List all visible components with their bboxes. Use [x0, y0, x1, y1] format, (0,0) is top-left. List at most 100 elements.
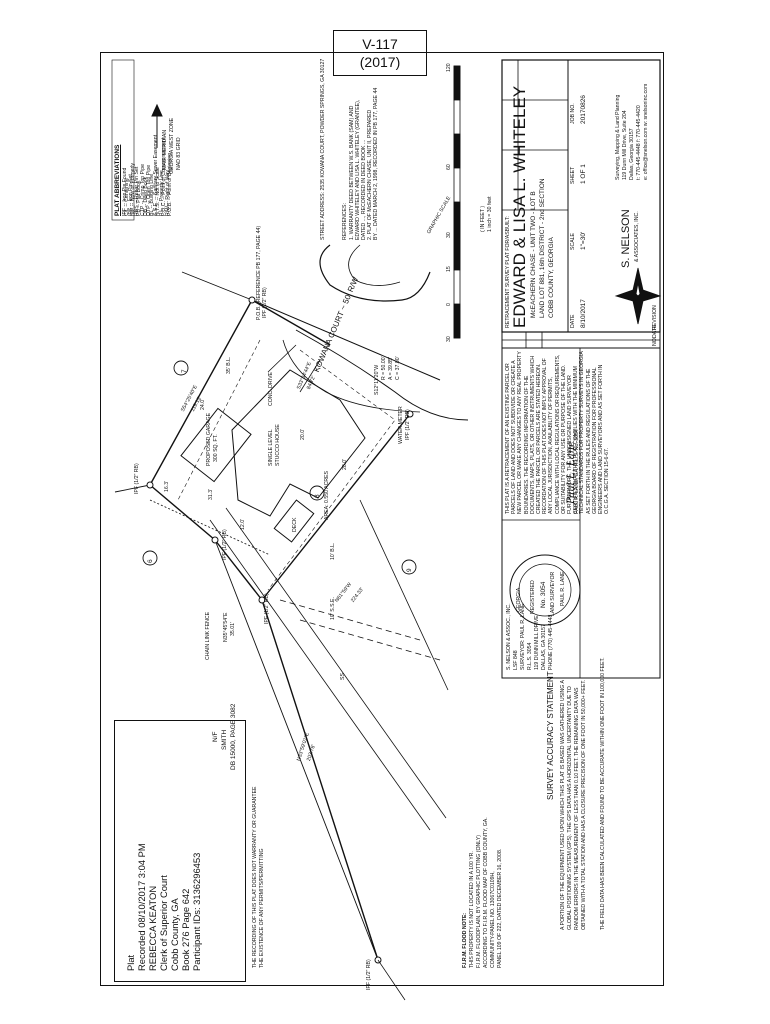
scale-tick-1: 30: [446, 336, 452, 342]
recording-info-box: Plat Recorded 08/10/2017 3:04 PM REBECCA…: [114, 720, 246, 982]
recording-line: Cobb County, GA: [169, 898, 180, 971]
accuracy-line: GLOBAL POSITIONING SYSTEM (GPS). THE GPS…: [567, 686, 573, 930]
ss-label: SS: [340, 673, 346, 680]
bl-front-label: 35' B.L.: [226, 356, 232, 374]
stamp-line-2: (2017): [359, 54, 401, 70]
ipf-south-label: IPF (1/2" RB): [366, 959, 372, 990]
recording-line: Clerk of Superior Court: [158, 875, 169, 971]
certification-block: THIS PLAT IS A RETRACEMENT OF AN EXISTIN…: [505, 350, 610, 514]
bl-side-label: 10' B.L.: [330, 542, 336, 560]
document-stamp: V-117 (2017): [333, 30, 427, 76]
abbreviations-title: PLAT ABBREVIATIONS: [114, 144, 121, 216]
seal-bottom: LAND SURVEYOR: [550, 571, 556, 616]
graphic-scale-inch: 1 inch = 30 feet: [487, 196, 493, 232]
flood-note-title: F.I.R.M. FLOOD NOTE:: [462, 912, 468, 968]
seal-top: GEORGIA: [516, 587, 522, 612]
distance-west: 35.01': [230, 622, 236, 636]
dim-label-1: 16.3': [164, 480, 170, 492]
scale-label: SCALE: [570, 232, 576, 250]
curve-arc: A = 39.85': [388, 356, 394, 380]
references-title: REFERENCES:: [342, 203, 348, 240]
lot-7-label: 7: [181, 369, 188, 373]
lot-6-label: 6: [147, 559, 154, 563]
pob-pin-label: IPF (1/2" RB): [262, 287, 268, 318]
building-lines: [177, 339, 396, 591]
seal-mid-1: REGISTERED: [530, 580, 536, 614]
scale-tick-6: 120: [446, 63, 452, 72]
warranty-note-line: THE RECORDING OF THIS PLAT DOES NOT WARR…: [252, 786, 258, 969]
ipf-w1-label: IPF (1/2" RB): [222, 529, 228, 560]
garage-label-1: PROPOSED GARAGE: [206, 412, 212, 466]
boundary-extension: [377, 959, 406, 1001]
graphic-scale-feet: ( IN FEET ): [480, 205, 486, 232]
firm-logo-star: [614, 267, 662, 325]
north-arrow-label-3: NAD 83 GRID: [176, 137, 182, 170]
iron-pins: [146, 296, 414, 964]
revision-no-header: NO.: [652, 336, 658, 346]
reference-line: BY ... DATED MARCH 2, 1998, RECORDED IN …: [373, 87, 379, 240]
scale-tick-2: 0: [446, 303, 452, 306]
garage-label-2: 300 SQ. FT.: [213, 434, 219, 462]
chain-link-fence-line: [149, 499, 271, 556]
scale-tick-4: 30: [446, 232, 452, 238]
house-label-2: STUCCO HOUSE: [275, 424, 281, 466]
seal-mid-2: No. 3054: [540, 581, 547, 608]
surveyor-seal-graphic: [509, 554, 581, 626]
firm-address-1: 119 Dunn Mill Drive, Suite 204: [622, 110, 628, 180]
recording-info: Plat Recorded 08/10/2017 3:04 PM REBECCA…: [125, 843, 202, 971]
plat-sheet-border: [100, 52, 664, 986]
flood-note-line: PANEL 109 OF 222, DATED DECEMBER 16, 200…: [497, 848, 503, 968]
sse-label: 10' S.S.E.: [330, 597, 336, 620]
firm-phone: t: 770-445-4448 f: 770-445-4420: [636, 105, 642, 180]
accuracy-line: A PORTION OF THE EQUIPMENT USED UPON WHI…: [560, 680, 566, 930]
scale-value: 1"=30': [580, 231, 587, 250]
road-kowana-court: [251, 244, 469, 421]
job-label: JOB NO.: [570, 103, 576, 124]
lot-boundary: [149, 299, 411, 961]
flood-note-line: COMMUNITY-PANEL NO. 13067C0109H,: [490, 871, 496, 968]
recording-line: REBECCA KEATON: [147, 885, 158, 971]
dim-label-3: 31.3': [208, 488, 214, 500]
flood-note-line: THIS PROPERTY IS NOT LOCATED IN A 100 YR…: [469, 851, 475, 968]
street-address: STREET ADDRESS: 2535 KOWANA COURT, POWDE…: [320, 58, 326, 240]
date-label: DATE: [570, 314, 576, 328]
drive-label: CONC. DRIVE: [268, 371, 274, 406]
firm-address-2: Dallas, Georgia 30157: [629, 128, 635, 180]
stamp-line-1: V-117: [362, 36, 398, 52]
firm-services: Surveying, Mapping & Land Planning: [615, 94, 621, 180]
adjacent-lot-lines: [114, 271, 379, 961]
ipf-w2-label: IPF (1/2" RB): [264, 593, 270, 624]
surveyor-line: R.L.S. 3054: [527, 642, 533, 670]
surveyor-line: PHONE (770) 445-4448: [548, 614, 554, 670]
flood-note-line: ACCORDING TO F.I.R.M. FLOOD MAP OF COBB …: [483, 817, 489, 968]
dim-label-2: 24.0': [200, 398, 206, 410]
revision-header: REVISION: [652, 305, 658, 330]
deck-label: DECK: [292, 517, 298, 532]
recording-line: Recorded 08/10/2017 3:04 PM: [136, 843, 147, 971]
north-arrow: [151, 103, 163, 148]
firm-name-2: & ASSOCIATES, INC.: [634, 211, 640, 262]
scale-tick-3: 15: [446, 266, 452, 272]
seal-name: PAUL R. LANE: [560, 571, 566, 606]
title-subdivision: McEACHERN CHASE - UNIT TWO - LOT B: [530, 191, 537, 318]
accuracy-line: THE FIELD DATA HAS BEEN CALCULATED AND F…: [600, 657, 606, 930]
title-block-frame: [501, 59, 661, 679]
surveyor-line: DALLAS, GA 30157: [541, 624, 547, 670]
accuracy-line: OBTAINED WITH A TOTAL STATION AND HAS A …: [581, 679, 587, 930]
recording-line: Participant IDs: 3136296453: [191, 852, 202, 971]
curve-radius: R = 50.00': [381, 356, 387, 380]
surveyor-line: SURVEYOR: PAUL R. LANE: [520, 603, 526, 671]
bearing-west: N35°45'54"E: [223, 612, 229, 642]
north-arrow-label-2: GEORGIA WEST ZONE: [169, 117, 175, 174]
recording-line: Book 276 Page 642: [180, 888, 191, 971]
warranty-note-line: THE EXISTENCE OF ANY PERMITS/PERMITTING: [259, 848, 265, 968]
lot-circles: [142, 360, 417, 575]
lot-8-label: 8: [314, 494, 321, 498]
ipf-nw-label: IPF (1/2" RB): [134, 463, 140, 494]
abbreviation-frame: [111, 59, 135, 221]
chain-link-label: CHAIN LINK FENCE: [205, 611, 211, 660]
title-land-lot: LAND LOT 881, 16th DISTRICT - 2nd SECTIO…: [539, 178, 546, 318]
north-arrow-label-1: MAG. MERIDIAN: [162, 129, 168, 170]
accuracy-title: SURVEY ACCURACY STATEMENT: [546, 671, 555, 800]
